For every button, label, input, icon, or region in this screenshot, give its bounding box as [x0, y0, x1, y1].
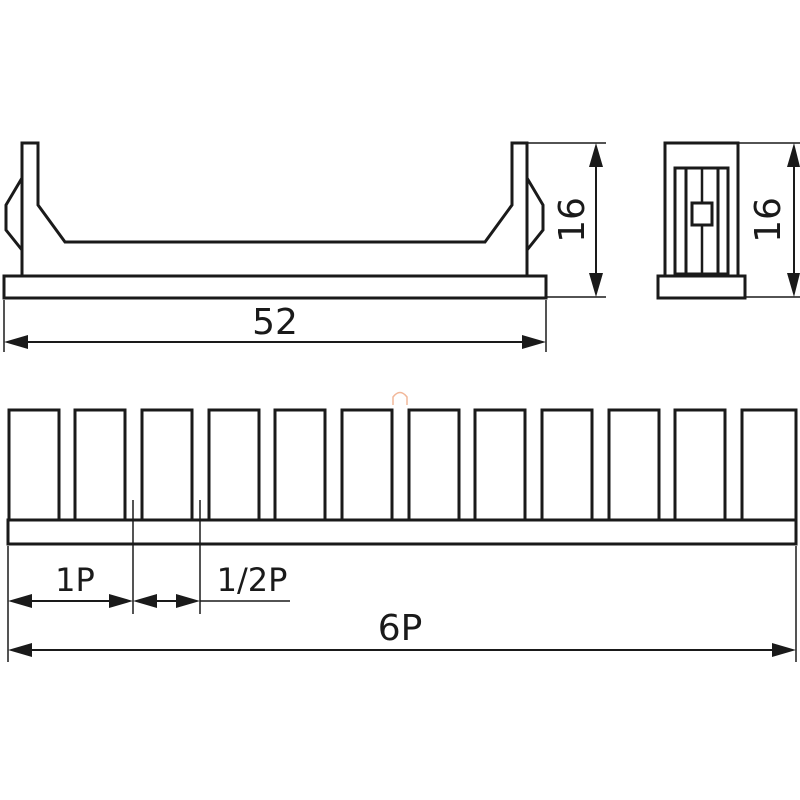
dimension-width-front: 52 [3, 300, 547, 352]
side-clip [690, 201, 714, 227]
right-latch [525, 172, 545, 255]
comb-tooth-8 [473, 408, 527, 522]
label-6p: 6P [378, 608, 423, 649]
dimension-height-side: 16 [738, 142, 800, 298]
front-view [2, 141, 548, 300]
comb-tooth-6 [340, 408, 394, 522]
label-half-p: 1/2P [217, 561, 288, 599]
comb-tooth-9 [540, 408, 594, 522]
comb-tooth-10 [607, 408, 661, 522]
front-base-rail [2, 274, 548, 300]
side-base [656, 274, 747, 300]
front-body [20, 141, 529, 278]
label-1p: 1P [55, 561, 95, 599]
left-latch [4, 172, 24, 255]
comb-base [6, 518, 798, 546]
comb-tooth-11 [673, 408, 727, 522]
comb-tooth-12 [740, 408, 798, 522]
comb-tooth-5 [273, 408, 327, 522]
comb-tooth-7 [407, 408, 461, 522]
dimension-pitch: 1P 1/2P 6P [7, 500, 797, 662]
notch-marker [392, 391, 408, 405]
label-16-front: 16 [552, 197, 593, 243]
side-view [656, 141, 747, 300]
comb-view [6, 391, 798, 546]
dimension-height-front: 16 [527, 142, 606, 298]
comb-tooth-1 [7, 408, 61, 522]
comb-tooth-2 [73, 408, 127, 522]
label-52: 52 [252, 302, 298, 343]
comb-tooth-4 [207, 408, 261, 522]
comb-tooth-3 [140, 408, 194, 522]
label-16-side: 16 [748, 197, 789, 243]
